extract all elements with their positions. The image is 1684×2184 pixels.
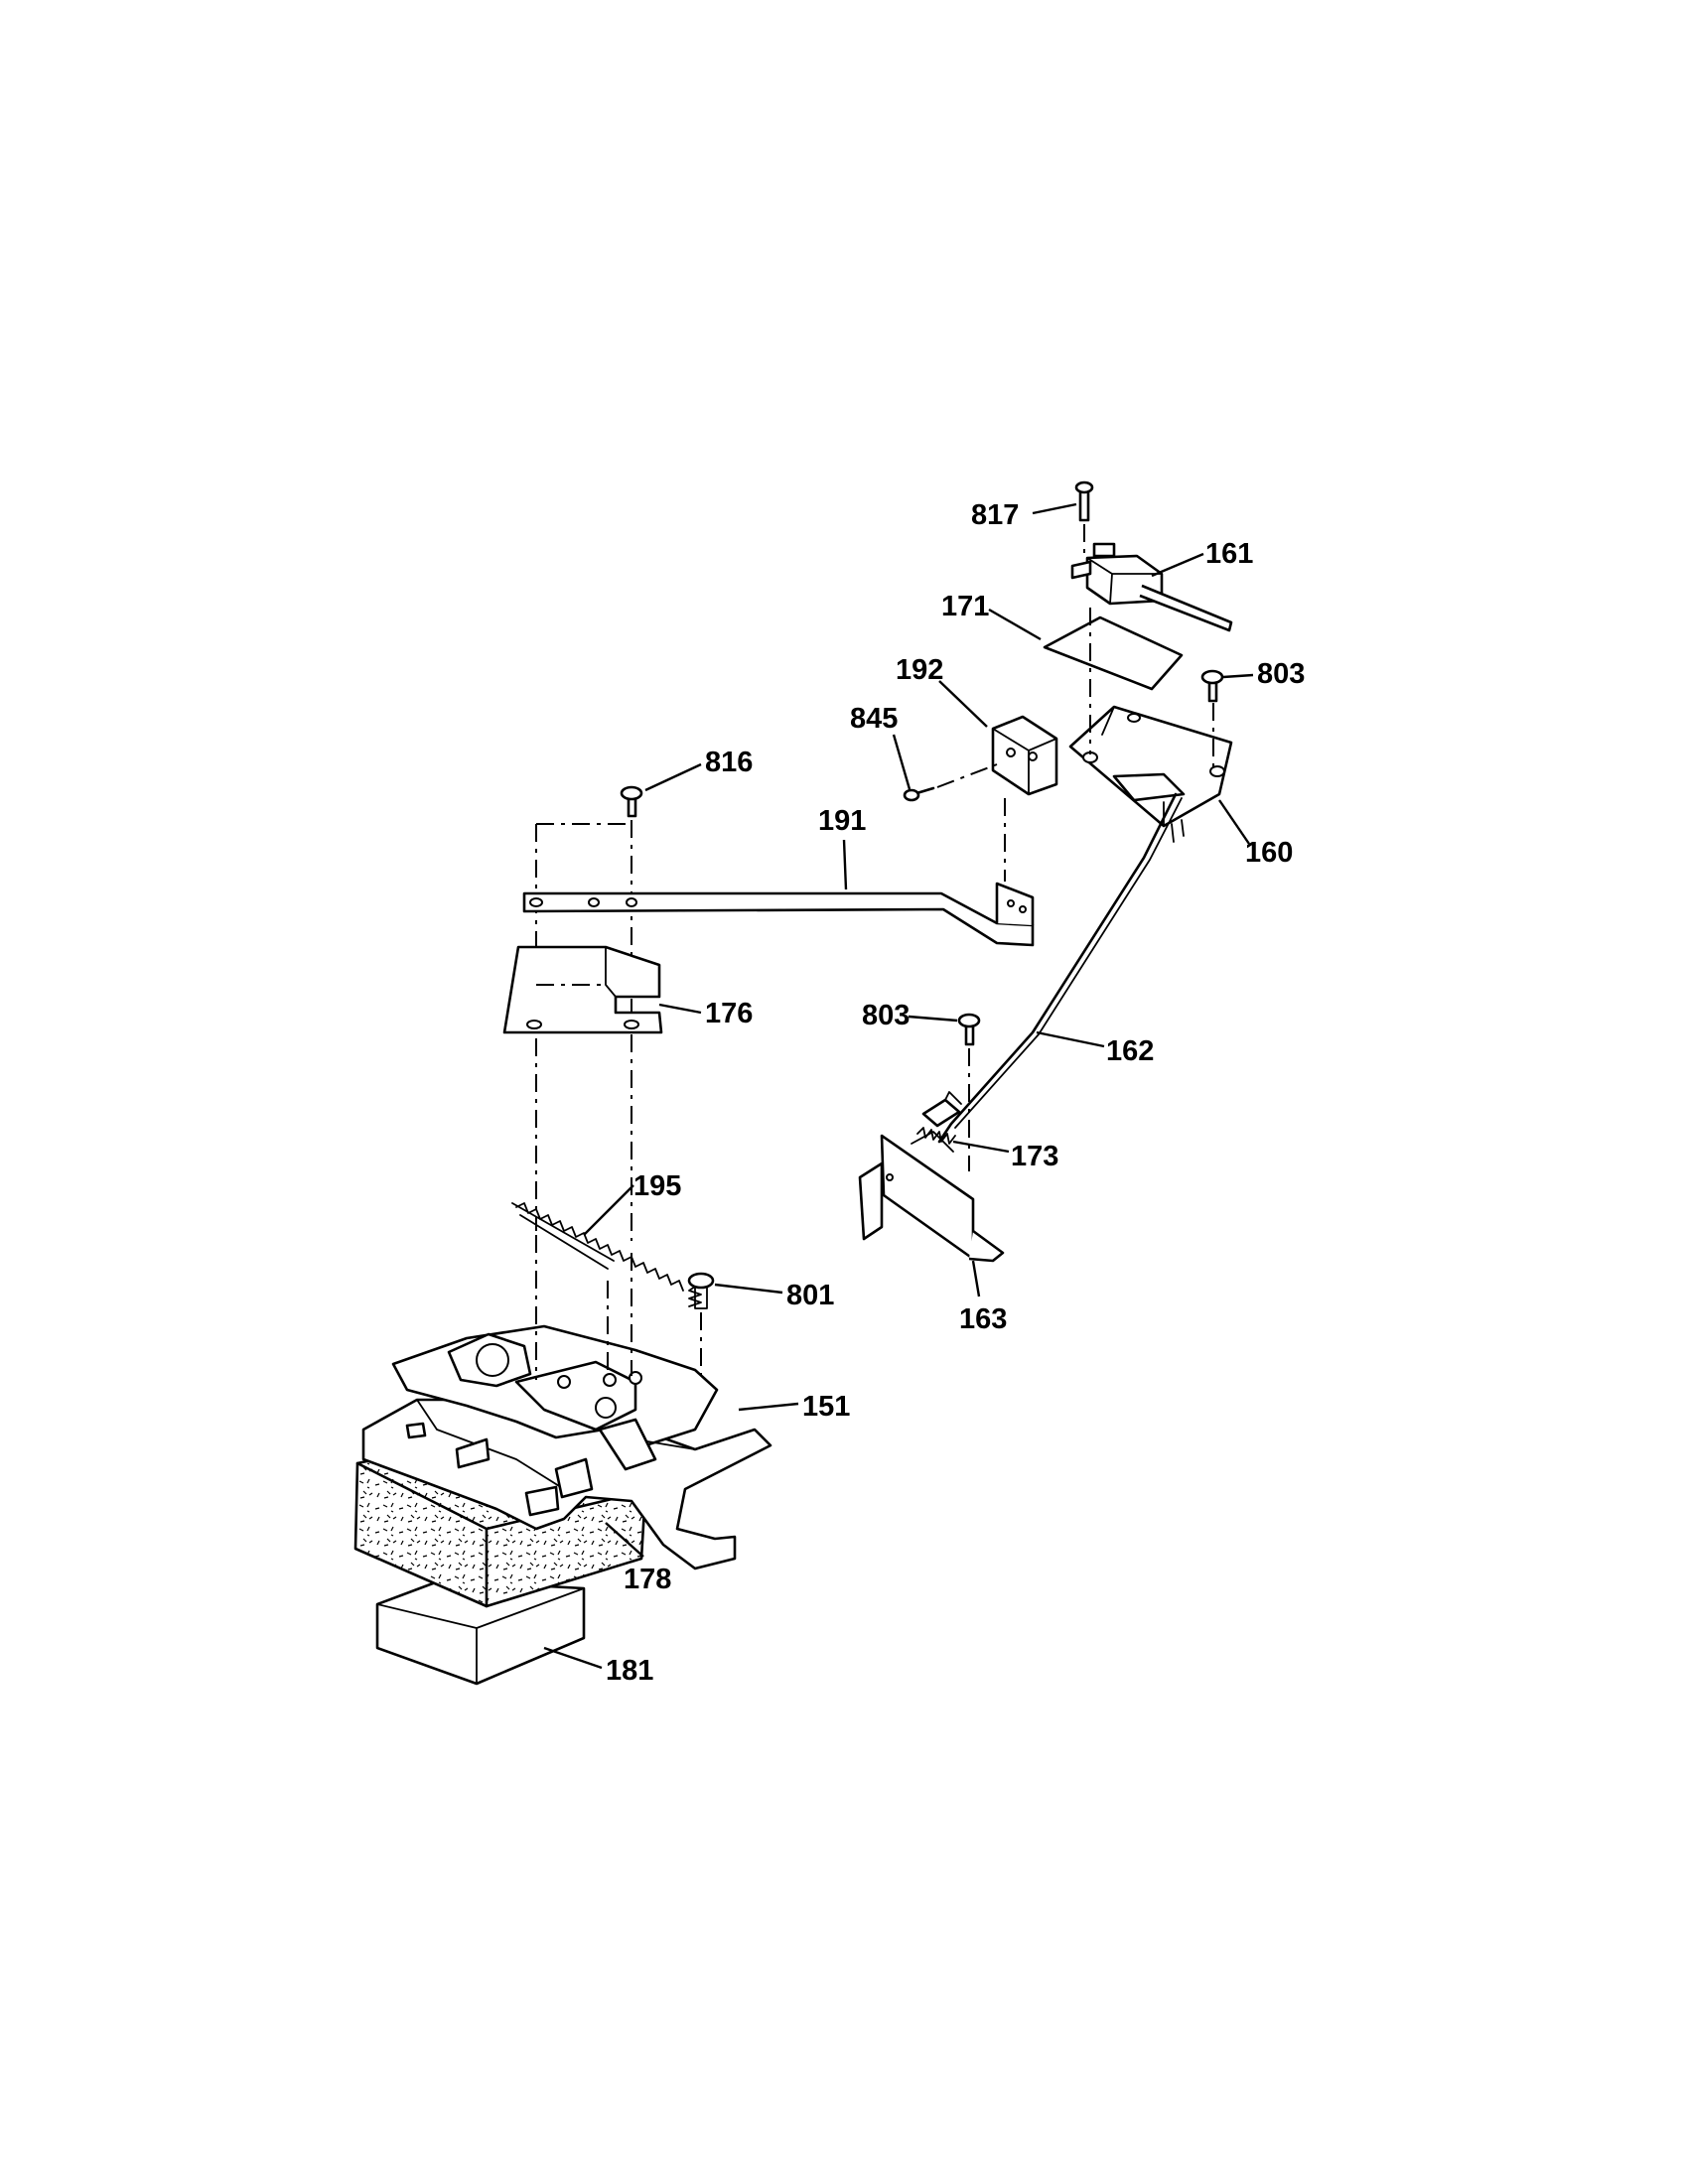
callout-845: 845 [850, 703, 898, 735]
callout-816: 816 [705, 747, 753, 778]
bracket-160 [1068, 705, 1233, 843]
screw-817 [1074, 480, 1094, 522]
screw-845 [903, 786, 935, 802]
callout-801: 801 [786, 1280, 834, 1311]
callout-163: 163 [959, 1303, 1007, 1335]
callout-195: 195 [633, 1170, 681, 1202]
screw-803-upper [1200, 669, 1224, 703]
callout-176: 176 [705, 998, 753, 1029]
bar-191 [522, 882, 1035, 947]
block-192 [991, 715, 1058, 796]
leader-lines [543, 502, 1254, 1670]
screw-801 [687, 1272, 715, 1309]
callout-162: 162 [1106, 1035, 1154, 1067]
bracket-163 [858, 1091, 1005, 1263]
callout-803-upper: 803 [1257, 658, 1305, 690]
screw-803-middle [957, 1013, 981, 1046]
insulator-171 [1043, 615, 1184, 691]
microswitch-161 [1070, 542, 1233, 632]
callout-178: 178 [624, 1564, 671, 1595]
screw-816 [620, 785, 643, 818]
callout-160: 160 [1245, 837, 1293, 869]
callout-161: 161 [1205, 538, 1253, 570]
callout-191: 191 [818, 805, 866, 837]
callout-192: 192 [896, 654, 943, 686]
spring-195 [511, 1202, 684, 1292]
plate-176 [502, 945, 663, 1034]
callout-171: 171 [941, 591, 989, 622]
callout-803-middle: 803 [862, 1000, 910, 1031]
callout-181: 181 [606, 1655, 653, 1687]
callout-817: 817 [971, 499, 1019, 531]
spring-173 [911, 1127, 956, 1153]
rod-162 [937, 792, 1183, 1144]
box-181 [375, 1578, 586, 1686]
callout-173: 173 [1011, 1141, 1058, 1172]
mechanism-151 [361, 1324, 772, 1570]
callout-151: 151 [802, 1391, 850, 1423]
